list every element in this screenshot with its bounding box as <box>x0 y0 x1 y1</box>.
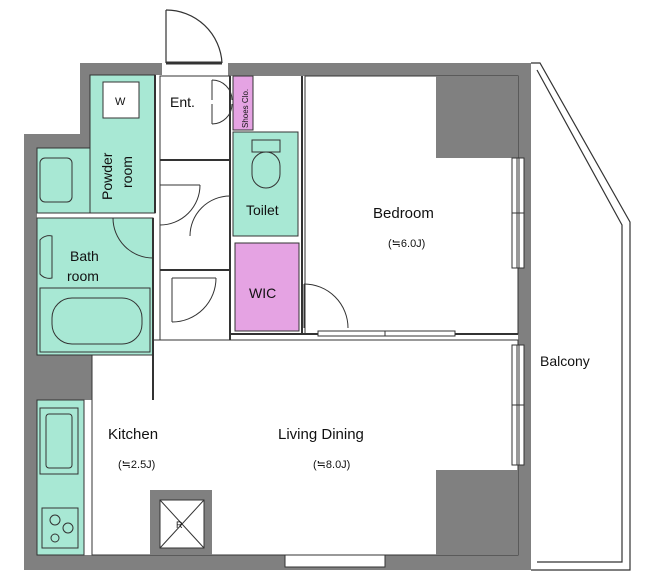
shoes-closet <box>232 75 254 131</box>
bath-label-2: room <box>67 268 99 284</box>
toilet-door <box>189 190 231 237</box>
living-dining-size: (≒8.0J) <box>313 459 350 471</box>
windows <box>284 157 525 568</box>
wic-door <box>303 283 349 329</box>
bedroom-label: Bedroom <box>373 205 434 222</box>
entrance-label: Ent. <box>170 94 195 110</box>
shoes-closet-doors <box>211 79 233 125</box>
washer-label: W <box>115 96 126 108</box>
kitchen-size: (≒2.5J) <box>118 459 155 471</box>
shoes-closet-label: Shoes Clo. <box>241 89 250 128</box>
bath-door <box>112 217 154 259</box>
living-wall-chunk <box>436 470 518 555</box>
powder-room-label-1: Powder <box>99 152 115 200</box>
living-dining-label: Living Dining <box>278 426 364 443</box>
bedroom-sliding-door <box>317 330 456 337</box>
bathtub <box>39 287 151 353</box>
hall-door <box>171 277 217 323</box>
bedroom-window-1 <box>511 157 525 214</box>
toilet-fixture <box>251 139 281 189</box>
balcony <box>531 62 631 571</box>
bath-label-1: Bath <box>70 248 99 264</box>
kitchen-label: Kitchen <box>108 426 158 443</box>
powder-sink <box>39 157 73 203</box>
refrigerator <box>150 490 212 555</box>
entrance-door <box>165 9 223 65</box>
washer <box>102 81 140 119</box>
bedroom-wall-chunk <box>436 76 518 158</box>
stove <box>41 507 79 549</box>
wall-block-kitchen <box>37 355 92 400</box>
bedroom-window-2 <box>511 212 525 269</box>
balcony-label: Balcony <box>540 353 590 369</box>
refrigerator-label: R <box>176 520 183 530</box>
living-window-2 <box>511 404 525 466</box>
bottom-window <box>284 554 386 568</box>
wic-room <box>234 242 300 332</box>
kitchen-sink <box>39 407 79 475</box>
hall-floor <box>159 75 231 341</box>
powder-door <box>159 159 201 226</box>
living-window-1 <box>511 344 525 406</box>
bedroom-size: (≒6.0J) <box>388 238 425 250</box>
toilet-label: Toilet <box>246 202 279 218</box>
bath-sink <box>39 235 53 279</box>
powder-room-label-2: room <box>119 156 135 188</box>
wic-label: WIC <box>249 285 276 301</box>
